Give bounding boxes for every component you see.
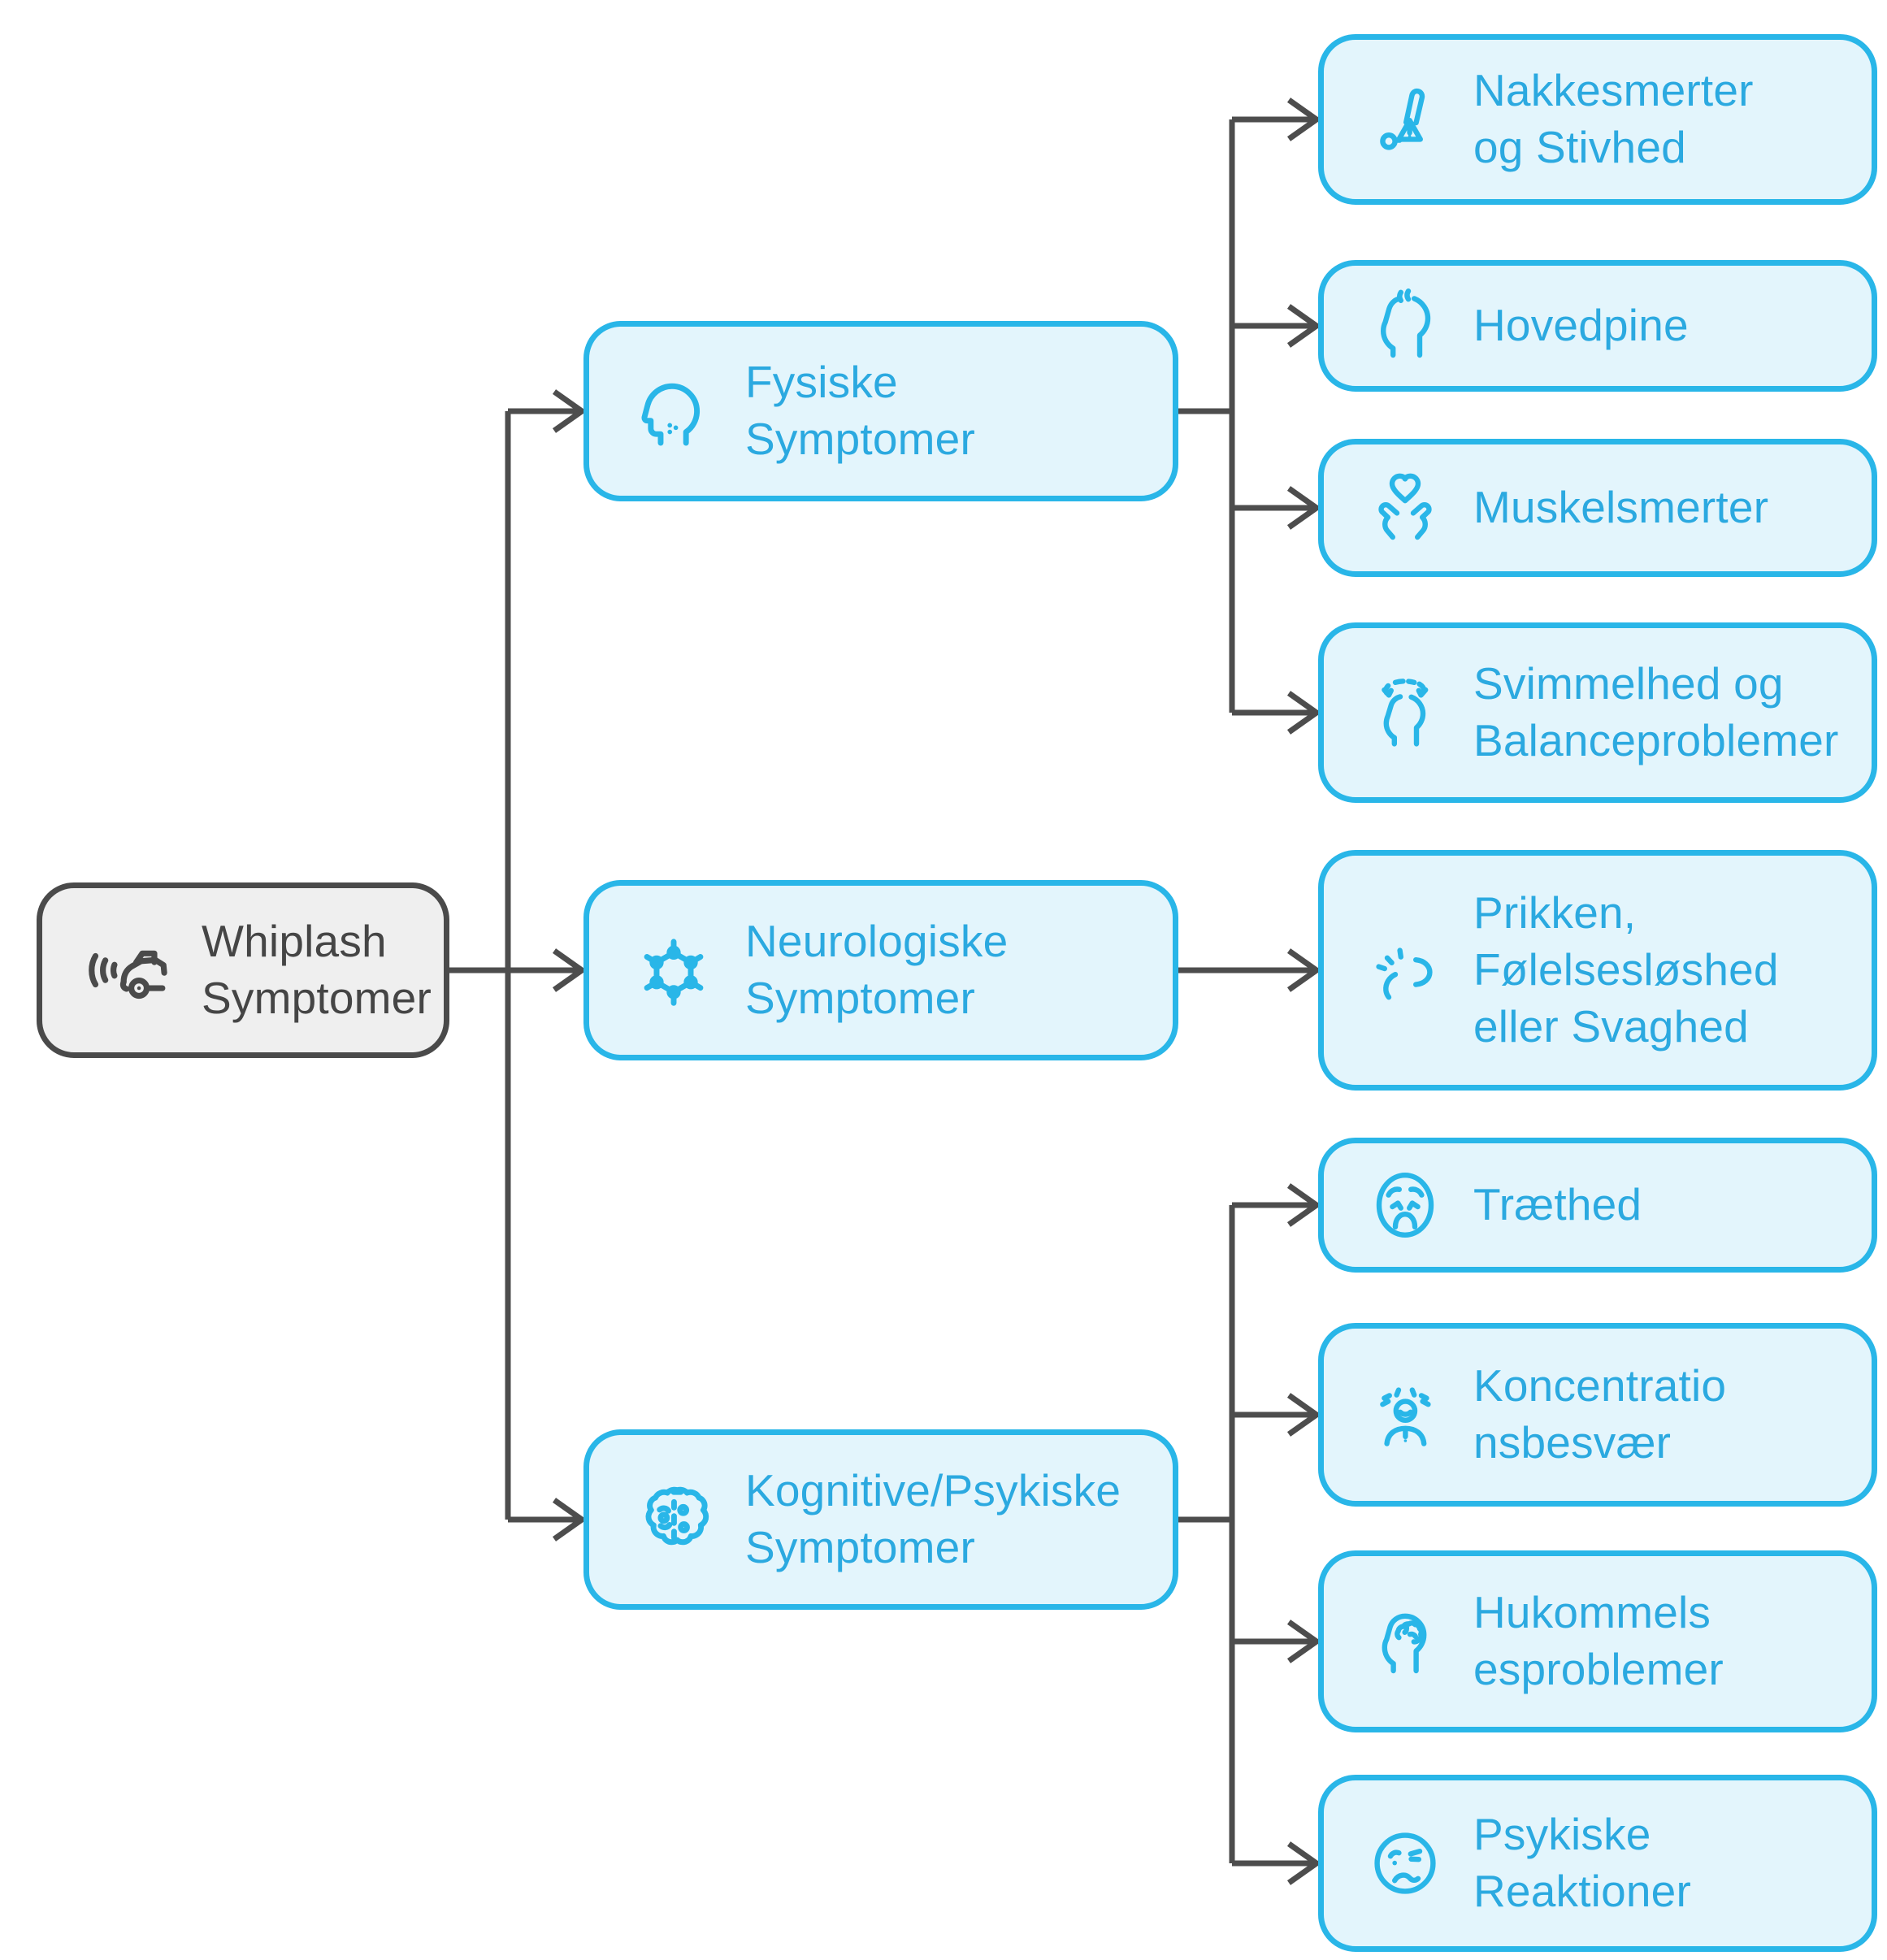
annoyed-face-icon bbox=[1366, 1824, 1444, 1902]
node-psykiske-reaktioner: Psykiske Reaktioner bbox=[1318, 1775, 1877, 1952]
node-label: Whiplash Symptomer bbox=[202, 916, 432, 1023]
node-label: Prikken, Følelsesløshed eller Svaghed bbox=[1473, 887, 1779, 1052]
node-fysiske-symptomer: Fysiske Symptomer bbox=[583, 321, 1178, 501]
node-label: Hukommels esproblemer bbox=[1473, 1587, 1724, 1694]
node-label: Muskelsmerter bbox=[1473, 482, 1769, 533]
neck-pain-icon bbox=[1366, 80, 1444, 158]
tingling-icon bbox=[1366, 931, 1444, 1009]
arrowhead-svimmelhed bbox=[1286, 691, 1322, 735]
node-kognitive-psykiske-symptomer: Kognitive/Psykiske Symptomer bbox=[583, 1429, 1178, 1610]
brain-icon bbox=[631, 1477, 716, 1562]
node-koncentrationsbesvaer: Koncentratio nsbesvær bbox=[1318, 1323, 1877, 1507]
arrowhead-koncentration bbox=[1286, 1393, 1322, 1437]
node-label: Kognitive/Psykiske Symptomer bbox=[745, 1465, 1121, 1572]
node-muskelsmerter: Muskelsmerter bbox=[1318, 439, 1877, 577]
arrowhead-neurologiske bbox=[552, 948, 588, 992]
car-collision-icon bbox=[85, 926, 172, 1014]
arrowhead-prikken bbox=[1286, 948, 1322, 992]
arrowhead-muskelsmerter bbox=[1286, 486, 1322, 530]
node-prikken-foelelsesloeshed-eller-svaghed: Prikken, Følelsesløshed eller Svaghed bbox=[1318, 850, 1877, 1091]
arrowhead-hovedpine bbox=[1286, 304, 1322, 348]
weary-face-icon bbox=[1366, 1166, 1444, 1244]
arrowhead-fysiske bbox=[552, 389, 588, 433]
node-label: Nakkesmerter og Stivhed bbox=[1473, 65, 1754, 172]
arrowhead-psykiske bbox=[1286, 1841, 1322, 1885]
node-label: Koncentratio nsbesvær bbox=[1473, 1360, 1727, 1468]
neural-network-icon bbox=[631, 928, 716, 1013]
node-label: Hovedpine bbox=[1473, 300, 1689, 351]
head-steam-icon bbox=[1366, 287, 1444, 365]
arrowhead-kognitive bbox=[552, 1498, 588, 1542]
node-neurologiske-symptomer: Neurologiske Symptomer bbox=[583, 880, 1178, 1060]
arrowhead-traethed bbox=[1286, 1183, 1322, 1227]
node-label: Neurologiske Symptomer bbox=[745, 916, 1009, 1023]
node-whiplash-symptomer: Whiplash Symptomer bbox=[37, 882, 449, 1058]
stressed-person-icon bbox=[1366, 1376, 1444, 1454]
node-label: Træthed bbox=[1473, 1179, 1642, 1230]
node-nakkesmerter-og-stivhed: Nakkesmerter og Stivhed bbox=[1318, 34, 1877, 205]
node-hovedpine: Hovedpine bbox=[1318, 260, 1877, 392]
head-profile-icon bbox=[631, 369, 716, 453]
node-label: Svimmelhed og Balanceproblemer bbox=[1473, 658, 1839, 765]
node-hukommelsesproblemer: Hukommels esproblemer bbox=[1318, 1550, 1877, 1732]
dizzy-head-icon bbox=[1366, 674, 1444, 752]
node-label: Psykiske Reaktioner bbox=[1473, 1809, 1691, 1916]
arrowhead-nakkesmerter bbox=[1286, 98, 1322, 141]
hands-heart-icon bbox=[1366, 469, 1444, 547]
node-svimmelhed-og-balanceproblemer: Svimmelhed og Balanceproblemer bbox=[1318, 622, 1877, 803]
node-label: Fysiske Symptomer bbox=[745, 357, 975, 464]
node-traethed: Træthed bbox=[1318, 1138, 1877, 1273]
arrowhead-hukommelse bbox=[1286, 1620, 1322, 1663]
head-brain-icon bbox=[1366, 1602, 1444, 1680]
